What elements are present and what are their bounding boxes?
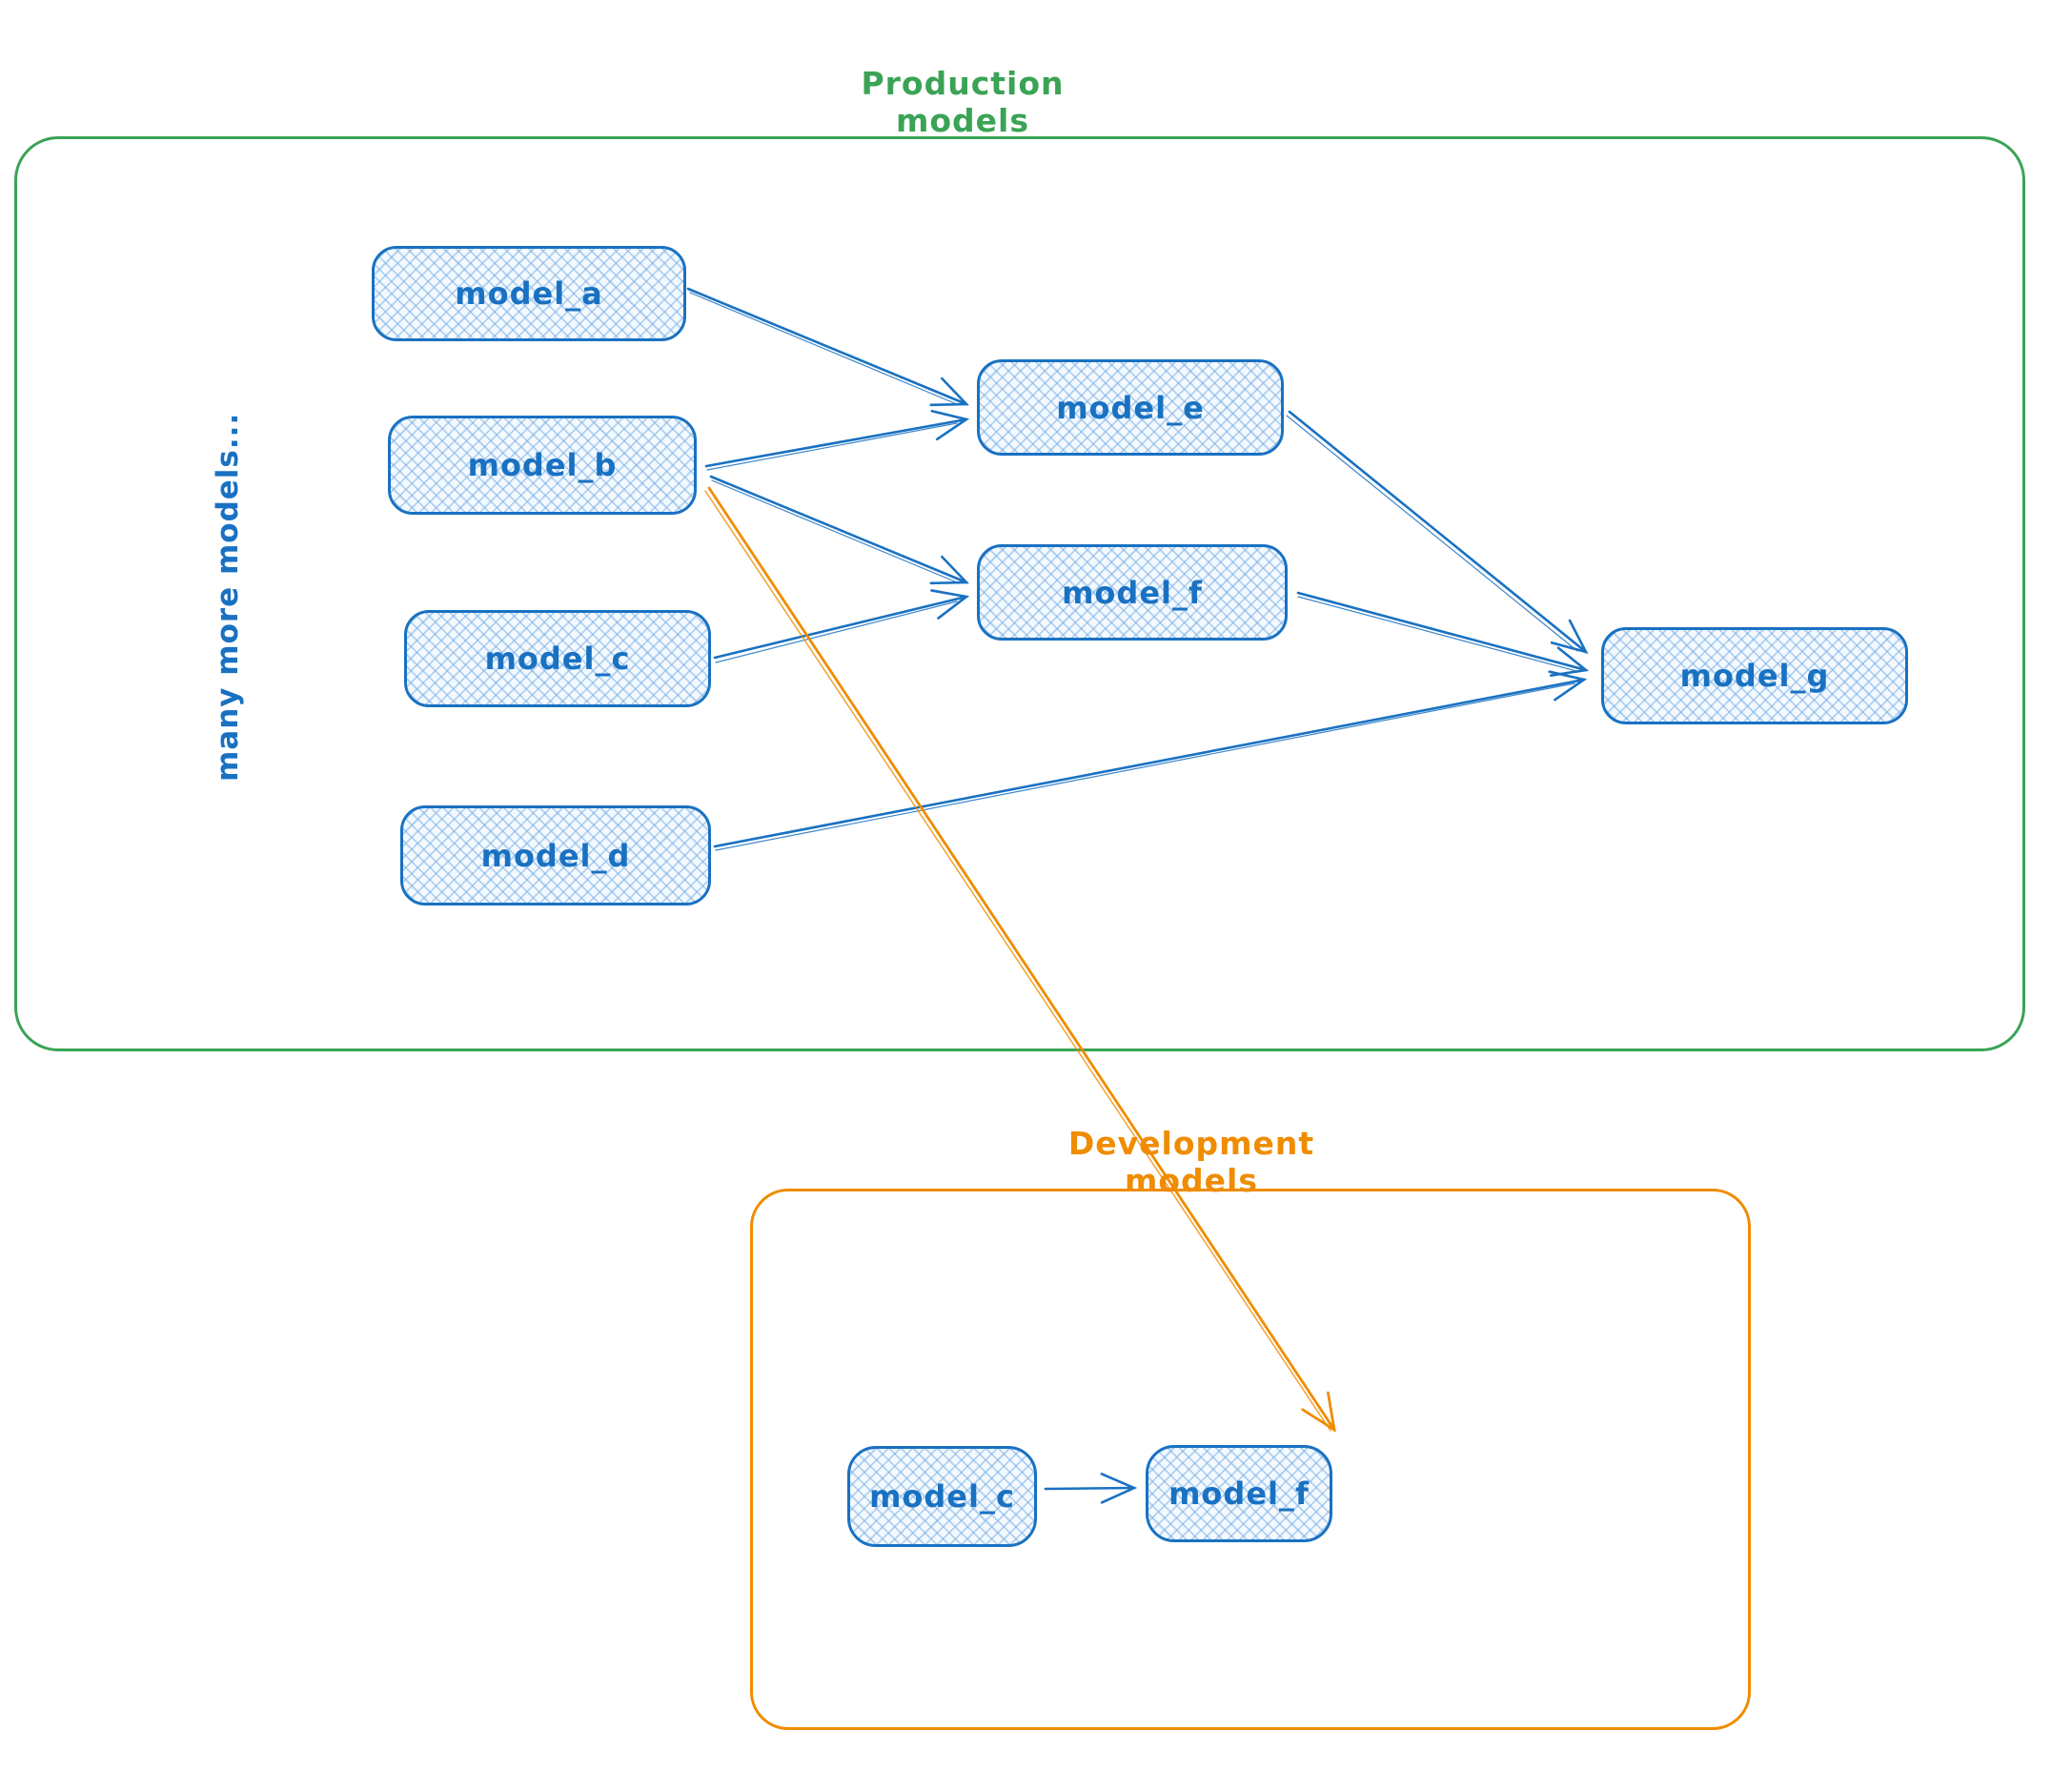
node-model-a-label: model_a (455, 275, 603, 312)
node-model-a: model_a (372, 246, 686, 341)
node-model-f: model_f (977, 544, 1288, 641)
node-model-c-label: model_c (484, 641, 631, 677)
node-model-d: model_d (400, 805, 711, 906)
node-model-g: model_g (1601, 627, 1908, 724)
node-model-f-label: model_f (1062, 574, 1203, 611)
dev-node-model-c-label: model_c (869, 1478, 1015, 1515)
node-model-b-label: model_b (467, 447, 618, 483)
node-model-c: model_c (404, 610, 711, 707)
many-more-models-note: many more models... (211, 412, 245, 782)
production-section-title: Production models (861, 65, 1065, 139)
node-model-e: model_e (977, 359, 1284, 456)
dev-node-model-c: model_c (847, 1446, 1037, 1547)
dev-node-model-f: model_f (1146, 1445, 1332, 1542)
node-model-g-label: model_g (1679, 658, 1830, 694)
node-model-d-label: model_d (480, 837, 631, 874)
node-model-e-label: model_e (1056, 389, 1205, 426)
node-model-b: model_b (388, 416, 697, 515)
dev-node-model-f-label: model_f (1168, 1476, 1310, 1512)
